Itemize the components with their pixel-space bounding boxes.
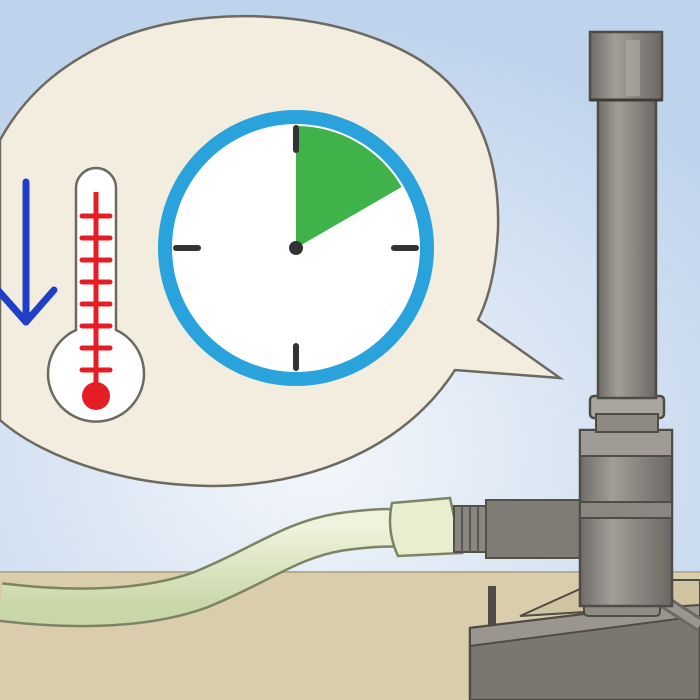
bunsen-burner	[578, 30, 674, 608]
gas-inlet-nozzle	[453, 499, 583, 559]
clock-elapsed-wedge	[296, 126, 402, 248]
gas-hose	[0, 496, 464, 628]
hose-sleeve	[388, 496, 464, 558]
clock-icon	[158, 110, 434, 386]
down-arrow-icon	[0, 178, 58, 326]
thermometer-bulb	[82, 382, 110, 410]
burner-barrel	[596, 94, 658, 400]
thermometer-icon	[46, 166, 146, 423]
clock-ticks	[173, 125, 419, 371]
clock-center	[289, 241, 303, 255]
